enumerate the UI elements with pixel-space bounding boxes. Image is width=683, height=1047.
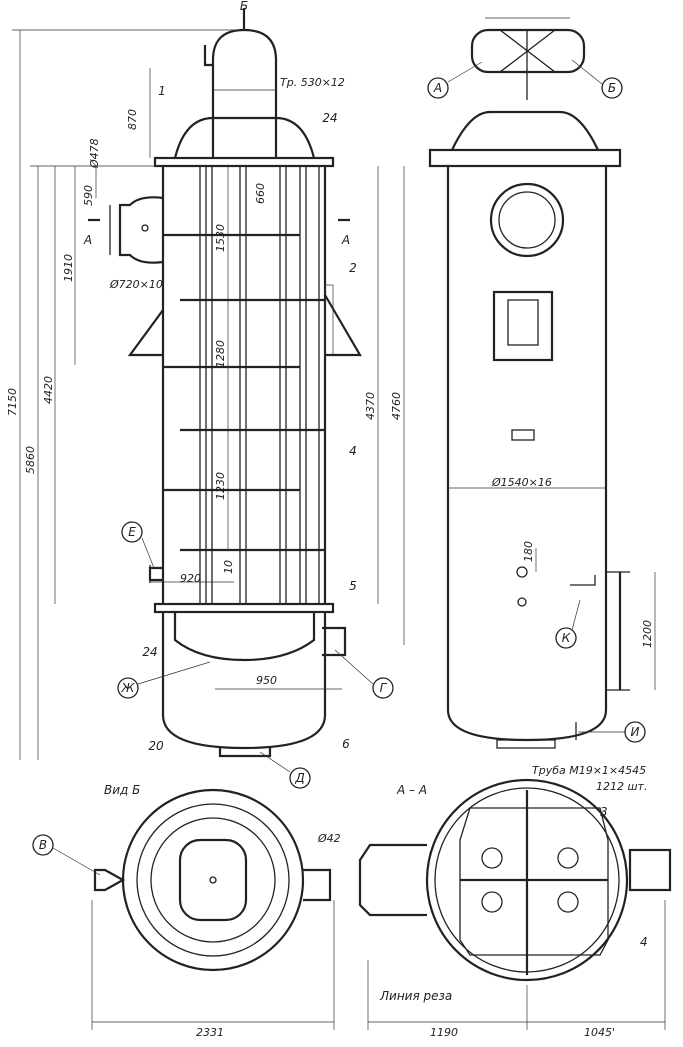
label-24-top: 24 <box>322 111 337 125</box>
label-4-section: 4 <box>640 935 648 949</box>
dim-2331: 2331 <box>196 1026 224 1039</box>
side-flange <box>428 148 622 168</box>
callout-k: К <box>562 631 571 645</box>
section-aa-title: А – А <box>396 783 427 797</box>
bottom-chamber <box>173 612 316 662</box>
callouts <box>32 59 646 876</box>
callout-g: Г <box>380 681 388 695</box>
callout-d: Д <box>294 771 304 785</box>
dim-d1540: Ø1540×16 <box>491 476 552 489</box>
dim-1190: 1190 <box>430 1026 458 1039</box>
bottom-tube-sheet <box>153 602 335 614</box>
dim-920: 920 <box>180 572 201 585</box>
side-bottom-head <box>446 709 608 742</box>
dim-d478: Ø478 <box>88 138 101 169</box>
section-a-left: А <box>83 233 92 247</box>
dim-4760: 4760 <box>390 392 403 420</box>
view-b-outer <box>121 788 305 972</box>
label-4: 4 <box>349 444 357 458</box>
section-nozzle <box>358 843 427 917</box>
label-20: 20 <box>148 739 164 753</box>
label-24-bottom: 24 <box>142 645 157 659</box>
dim-180: 180 <box>522 541 535 562</box>
dim-1045: 1045' <box>584 1026 615 1039</box>
support-right <box>324 294 362 357</box>
tube-bundle-grid <box>459 807 609 956</box>
callout-b: Б <box>608 81 616 95</box>
callout-a: А <box>433 81 442 95</box>
dim-590: 590 <box>82 185 95 206</box>
nameplate <box>492 290 554 362</box>
dim-d720: Ø720×10 <box>109 278 163 291</box>
nozzle-g <box>322 626 347 657</box>
label-1: 1 <box>158 84 166 98</box>
label-2: 2 <box>349 261 357 275</box>
dim-1530: 1530 <box>214 224 227 252</box>
nozzle-d-pipe <box>218 748 272 758</box>
manhole <box>489 182 565 258</box>
dim-5860: 5860 <box>24 446 37 474</box>
main-dimensions <box>12 29 405 760</box>
callout-v: В <box>39 838 47 852</box>
baffles <box>163 233 325 552</box>
dim-1910: 1910 <box>62 254 75 282</box>
section-a-right: А <box>341 233 350 247</box>
label-3: 3 <box>600 805 608 819</box>
top-tube-sheet <box>153 156 335 168</box>
main-vessel-section <box>88 8 362 758</box>
bottom-head <box>161 714 327 750</box>
section-aa <box>358 778 672 1030</box>
label-6: 6 <box>342 737 350 751</box>
callout-zh: Ж <box>121 681 136 695</box>
side-elevation <box>428 17 656 749</box>
side-nozzle <box>118 196 164 264</box>
dim-950: 950 <box>256 674 277 687</box>
text-labels: Б 1 24 2 4 5 6 24 20 А А А Б Е Ж Г Д И К… <box>6 0 654 1039</box>
dim-top-pipe: Тр. 530×12 <box>280 76 345 89</box>
callout-i: И <box>631 725 640 739</box>
section-outer <box>425 778 629 982</box>
top-cover <box>173 116 316 159</box>
dim-tubes-count: 1212 шт. <box>596 780 647 793</box>
view-b-nozzle-v <box>93 868 126 892</box>
top-header-pipe <box>470 28 586 74</box>
dim-870: 870 <box>126 109 139 130</box>
dim-d42: Ø42 <box>317 832 341 845</box>
tube-bundle <box>199 166 307 604</box>
view-b-title: Вид Б <box>104 783 140 797</box>
dim-4370: 4370 <box>364 392 377 420</box>
top-dome <box>211 28 278 158</box>
view-b-pipe <box>303 868 332 902</box>
dim-1200: 1200 <box>641 620 654 648</box>
label-b-top: Б <box>240 0 248 13</box>
view-b <box>91 788 335 1030</box>
dim-pipe-tubes: Труба М19×1×4545 <box>532 764 646 777</box>
dim-1230: 1230 <box>214 472 227 500</box>
label-5: 5 <box>349 579 357 593</box>
side-top-cover <box>451 110 599 151</box>
callout-e: Е <box>128 525 136 539</box>
dim-7150: 7150 <box>6 388 19 416</box>
dim-1280: 1280 <box>214 340 227 368</box>
dim-660: 660 <box>254 183 267 204</box>
cut-line-label: Линия реза <box>379 989 452 1003</box>
top-handle <box>203 45 213 67</box>
dim-4420: 4420 <box>42 376 55 404</box>
dim-10: 10 <box>222 560 235 574</box>
nozzle-e <box>148 566 163 582</box>
support-left <box>127 309 164 357</box>
